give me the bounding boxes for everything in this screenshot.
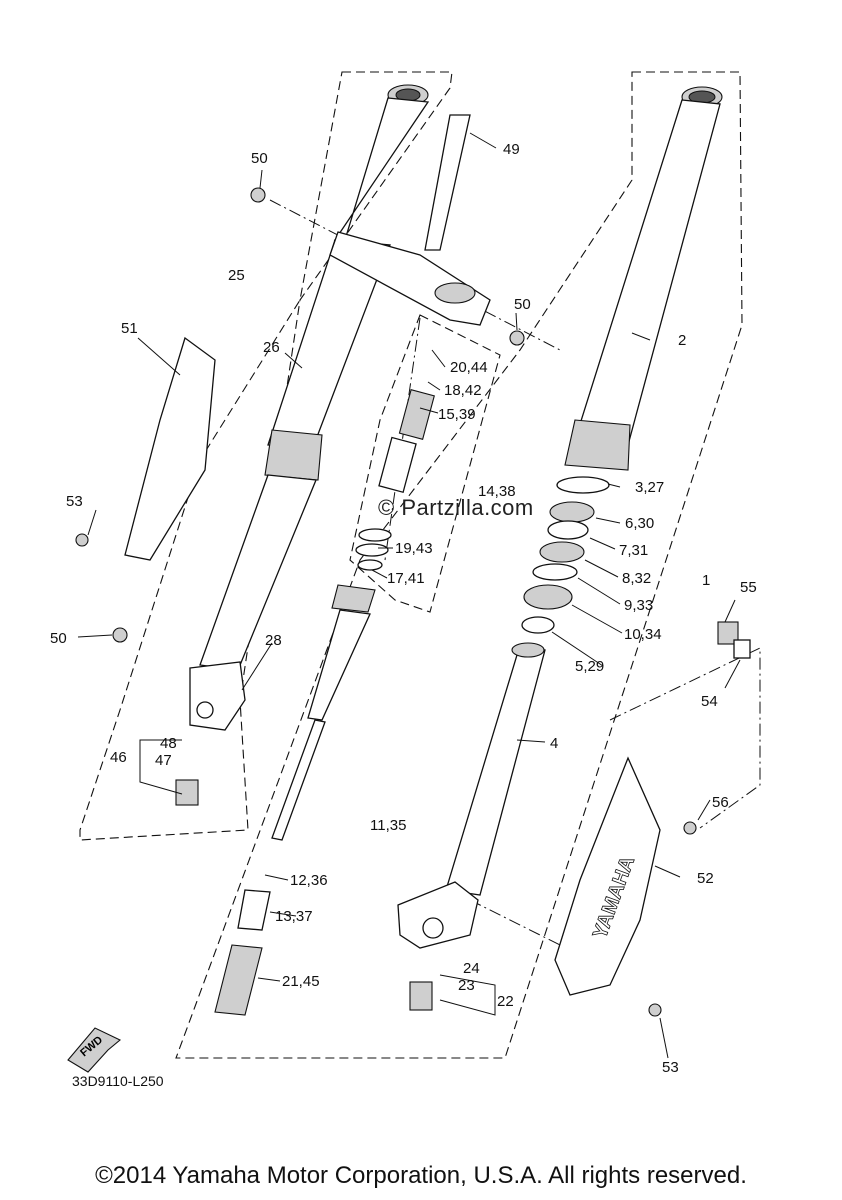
callout-24: 24 xyxy=(463,960,480,977)
fork-guard-right: YAMAHA xyxy=(554,756,661,996)
callout-6-30: 6,30 xyxy=(625,515,654,532)
bolts xyxy=(75,187,697,1017)
callout-11-35: 11,35 xyxy=(370,817,406,834)
callout-50-left: 50 xyxy=(50,630,67,647)
callout-2: 2 xyxy=(678,332,686,349)
copyright-notice: ©2014 Yamaha Motor Corporation, U.S.A. A… xyxy=(95,1162,747,1189)
callout-28: 28 xyxy=(265,632,282,649)
callout-15-39: 15,39 xyxy=(438,406,476,423)
callout-22: 22 xyxy=(497,993,514,1010)
cartridge-left xyxy=(271,584,376,841)
callout-50-top: 50 xyxy=(251,150,268,167)
callout-4: 4 xyxy=(550,735,558,752)
callout-12-36: 12,36 xyxy=(290,872,328,889)
callout-55: 55 xyxy=(740,579,757,596)
fork-guard-left xyxy=(124,336,216,561)
outer-tube-right xyxy=(564,86,723,471)
callout-23: 23 xyxy=(458,977,475,994)
drawing-code: 33D9110-L250 xyxy=(72,1073,164,1089)
callout-17-41: 17,41 xyxy=(387,570,425,587)
callout-3-27: 3,27 xyxy=(635,479,664,496)
callout-18-42: 18,42 xyxy=(444,382,482,399)
callout-50-clamp: 50 xyxy=(514,296,531,313)
callout-5-29: 5,29 xyxy=(575,658,604,675)
axle-bracket-right xyxy=(397,881,479,949)
callout-8-32: 8,32 xyxy=(622,570,651,587)
callout-20-44: 20,44 xyxy=(450,359,488,376)
seal-stack-right xyxy=(521,476,610,634)
callout-14-38: 14,38 xyxy=(478,483,516,500)
fwd-arrow-icon: FWD xyxy=(67,1027,122,1073)
callout-51: 51 xyxy=(121,320,138,337)
callout-54: 54 xyxy=(701,693,718,710)
callout-25: 25 xyxy=(228,267,245,284)
callout-19-43: 19,43 xyxy=(395,540,433,557)
callout-56: 56 xyxy=(712,794,729,811)
brake-hose-bracket xyxy=(717,621,751,659)
outer-tube-left xyxy=(199,84,430,671)
callout-26: 26 xyxy=(263,339,280,356)
callout-53-left: 53 xyxy=(66,493,83,510)
callout-49: 49 xyxy=(503,141,520,158)
spring-left xyxy=(214,889,271,1016)
triple-clamp xyxy=(329,114,491,326)
callout-48: 48 xyxy=(160,735,177,752)
callout-46: 46 xyxy=(110,749,127,766)
callout-21-45: 21,45 xyxy=(282,973,320,990)
watermark: © Partzilla.com xyxy=(378,495,534,520)
cartridge-center xyxy=(355,388,435,571)
callout-7-31: 7,31 xyxy=(619,542,648,559)
callouts: 1 2 3,27 4 5,29 6,30 7,31 8,32 9,33 10,3… xyxy=(50,141,757,1076)
axle-bracket-left xyxy=(189,661,246,731)
leader-lines xyxy=(77,132,741,1059)
callout-53-right: 53 xyxy=(662,1059,679,1076)
callout-1: 1 xyxy=(702,572,710,589)
group-boundaries xyxy=(79,71,743,1059)
callout-47: 47 xyxy=(155,752,172,769)
callout-10-34: 10,34 xyxy=(624,626,662,643)
callout-13-37: 13,37 xyxy=(275,908,313,925)
callout-9-33: 9,33 xyxy=(624,597,653,614)
callout-52: 52 xyxy=(697,870,714,887)
inner-tube-right xyxy=(445,642,546,896)
